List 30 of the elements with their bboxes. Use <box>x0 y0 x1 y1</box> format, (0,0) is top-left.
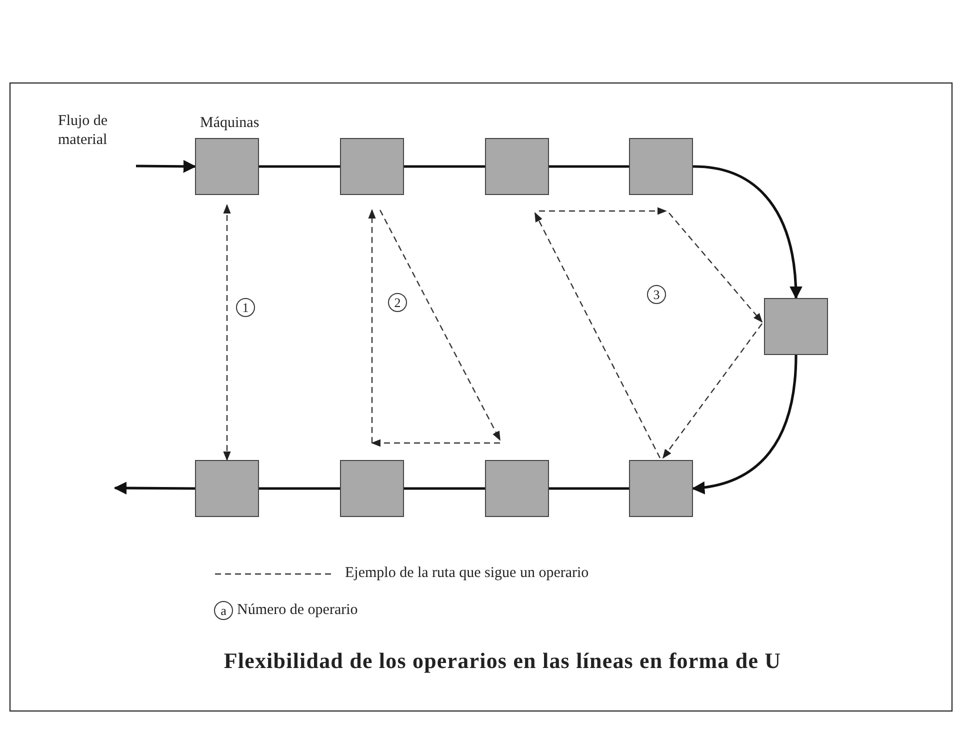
machine-box <box>629 460 693 517</box>
operator-route-arrow <box>371 439 500 447</box>
material-flow-arrow <box>692 354 798 494</box>
operator-route-arrow <box>539 207 667 215</box>
operator-route-arrow <box>668 212 763 323</box>
material-flow-arrow <box>114 482 195 495</box>
material-flow-arrow <box>136 160 196 173</box>
machine-box <box>340 460 404 517</box>
flow-label: Flujo de material <box>58 112 158 152</box>
operator-number: 1 <box>236 298 255 317</box>
machine-box <box>485 460 549 517</box>
operator-route-arrow <box>368 209 376 443</box>
operator-route-arrow <box>223 204 231 461</box>
operator-route-arrow <box>662 323 762 459</box>
legend-text: Ejemplo de la ruta que sigue un operario <box>345 564 589 582</box>
machines-label: Máquinas <box>200 114 260 132</box>
operator-number: 3 <box>647 285 666 304</box>
operator-number: a <box>214 601 233 620</box>
machine-box <box>629 138 693 195</box>
material-flow-arrow <box>692 165 802 300</box>
machine-box <box>340 138 404 195</box>
machine-box <box>485 138 549 195</box>
operator-number: 2 <box>388 293 407 312</box>
machine-box <box>195 138 259 195</box>
operator-route-arrow <box>534 212 661 458</box>
machine-box <box>764 298 828 355</box>
operator-route-arrow <box>379 210 501 441</box>
machine-box <box>195 460 259 517</box>
diagram-caption: Flexibilidad de los operarios en las líneas en forma de U <box>222 648 782 674</box>
legend-text: Número de operario <box>237 601 358 619</box>
